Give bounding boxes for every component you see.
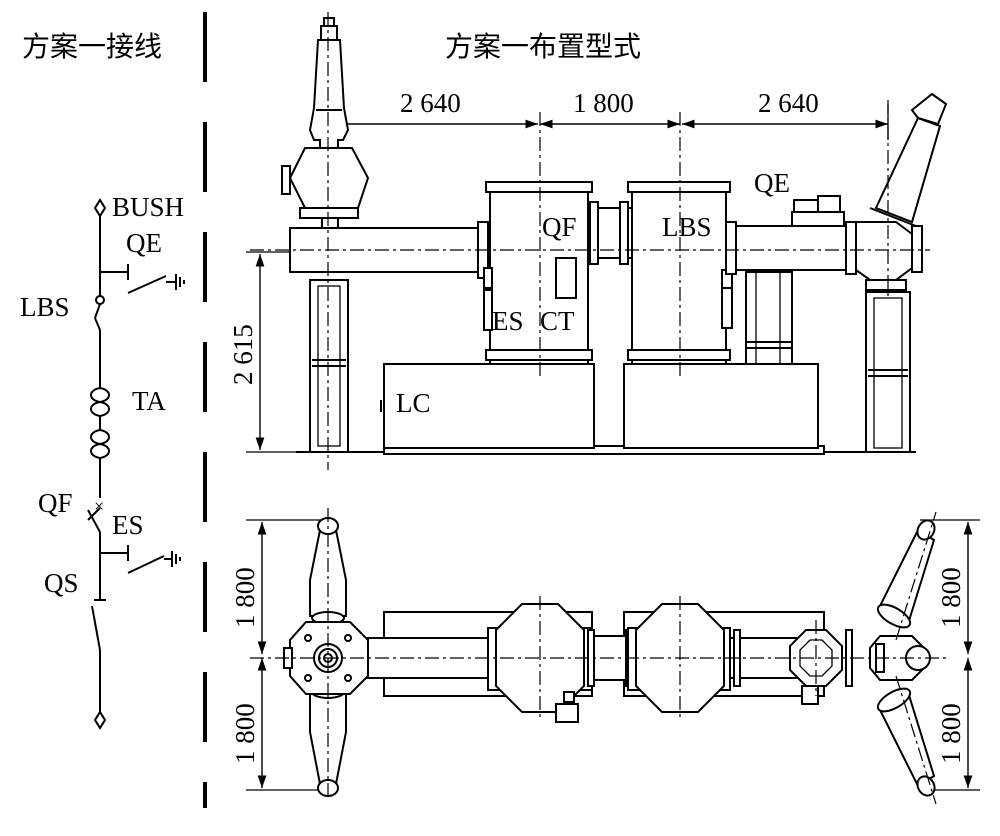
label-qs: QS xyxy=(44,568,79,598)
svg-text:×: × xyxy=(94,496,104,516)
local-control-cabinet-right xyxy=(623,363,819,449)
label-es: ES xyxy=(112,510,144,540)
layout-label-qf: QF xyxy=(542,212,577,242)
dim-top-left: 2 640 xyxy=(400,88,461,118)
load-break-switch-icon xyxy=(95,295,105,305)
right-bushing-insulator xyxy=(874,116,942,224)
left-bushing-insulator xyxy=(308,39,350,149)
dim-plan-right-lower: 1 800 xyxy=(936,703,966,764)
schematic-title: 方案一接线 xyxy=(22,30,162,63)
right-bus-duct xyxy=(731,225,851,271)
left-bushing-housing xyxy=(288,147,370,209)
layout-label-lbs: LBS xyxy=(662,212,712,242)
layout-label-es: ES xyxy=(492,306,524,336)
earth-switch-qe-icon xyxy=(127,275,167,294)
label-qe: QE xyxy=(126,228,162,258)
label-bush: BUSH xyxy=(112,192,184,222)
single-line-diagram: × BUSH QE LBS TA QF ES QS xyxy=(20,192,185,730)
plan-view: 1 800 1 800 1 800 1 800 xyxy=(230,508,980,805)
dim-top-mid: 1 800 xyxy=(573,88,634,118)
right-ct-housing xyxy=(745,271,793,365)
label-ta: TA xyxy=(132,386,166,416)
bushing-terminal-bottom-icon xyxy=(93,710,107,730)
disconnector-qs-icon xyxy=(91,605,101,651)
load-break-switch-tank xyxy=(631,181,727,365)
dim-height: 2 615 xyxy=(228,324,258,385)
elevation-view: 2 640 1 800 2 640 2 615 xyxy=(228,12,948,470)
layout-label-lc: LC xyxy=(396,388,431,418)
right-support-frame xyxy=(865,291,911,453)
layout-title: 方案一布置型式 xyxy=(445,30,641,63)
dim-plan-left-lower: 1 800 xyxy=(230,703,260,764)
layout-label-qe: QE xyxy=(754,168,790,198)
earth-switch-es-icon xyxy=(127,555,165,574)
label-qf: QF xyxy=(38,488,73,518)
current-transformer-icon xyxy=(90,387,110,459)
bushing-terminal-icon xyxy=(93,198,107,218)
right-bushing-housing xyxy=(855,221,913,281)
circuit-breaker-qf-icon xyxy=(87,509,101,533)
dim-plan-left-upper: 1 800 xyxy=(230,567,260,628)
dim-top-right: 2 640 xyxy=(758,88,819,118)
ct-window xyxy=(555,257,577,299)
layout-label-ct: CT xyxy=(540,306,575,336)
label-lbs: LBS xyxy=(20,292,70,322)
dim-plan-right-upper: 1 800 xyxy=(936,567,966,628)
